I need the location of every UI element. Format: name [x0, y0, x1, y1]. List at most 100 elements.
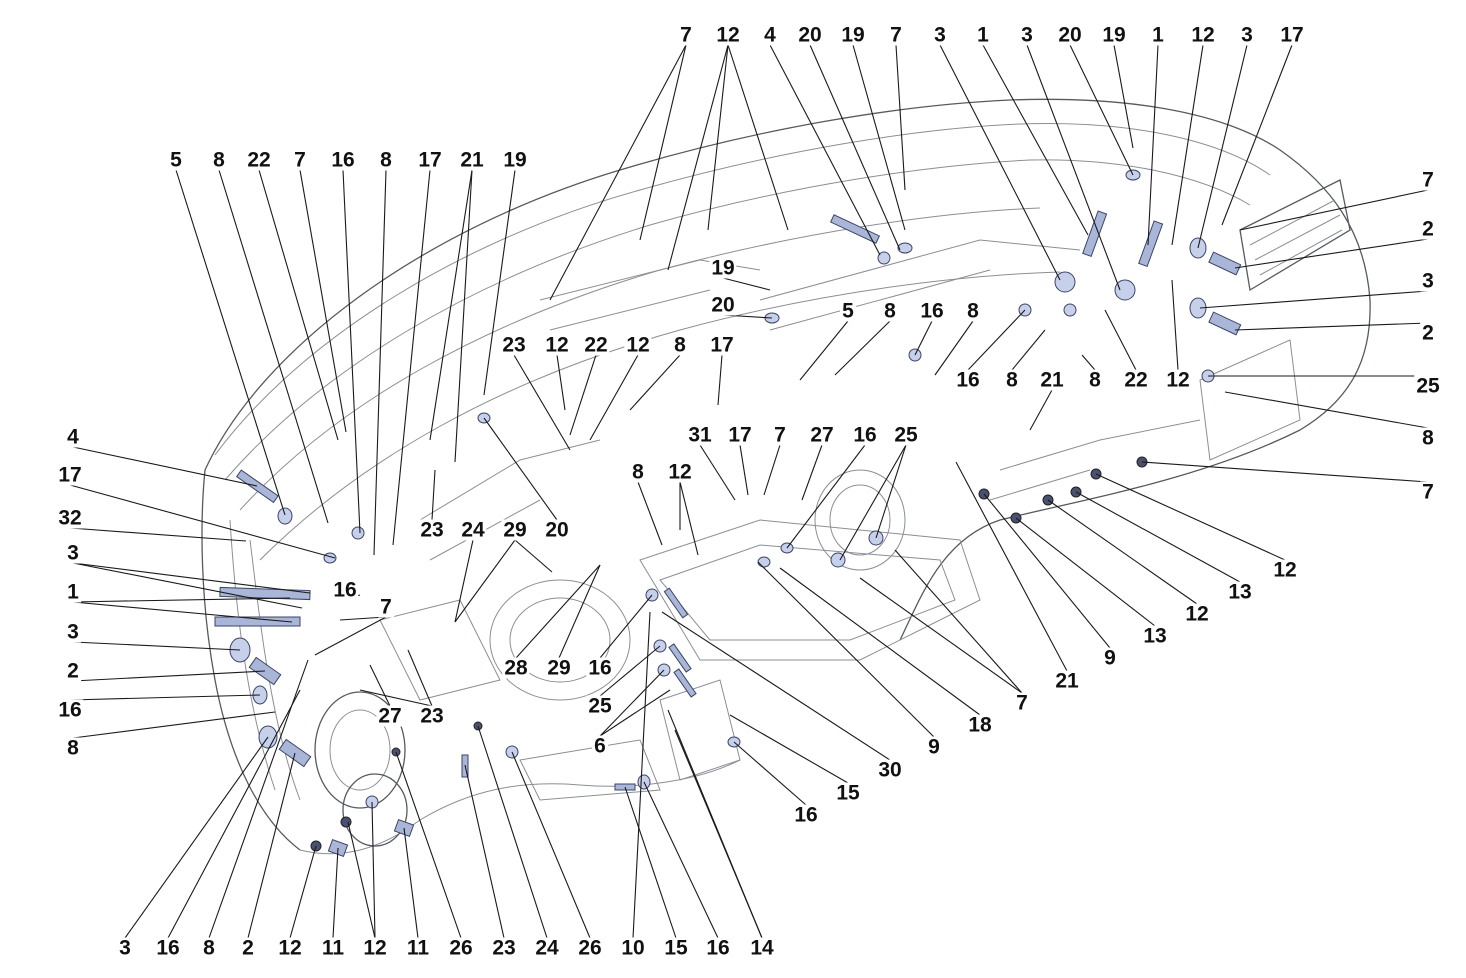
part-callout: 8: [201, 936, 217, 960]
part-callout: 18: [966, 713, 994, 737]
leader-line: [72, 711, 276, 739]
leader-line: [395, 751, 462, 939]
leader-line: [769, 44, 881, 256]
part-callout: 8: [65, 736, 81, 760]
part-callout: 12: [666, 460, 694, 484]
leader-line: [934, 320, 974, 376]
leader-line: [1234, 238, 1429, 269]
part-callout: 8: [882, 299, 898, 323]
leader-line: [1015, 517, 1156, 627]
leader-line: [859, 577, 1023, 694]
dashboard-body: [201, 98, 1371, 855]
leader-line: [556, 354, 566, 411]
leader-line: [1069, 44, 1134, 176]
part-callout: 8: [211, 148, 227, 172]
leader-line: [599, 689, 671, 737]
leader-line: [839, 444, 907, 561]
leader-line: [834, 320, 891, 376]
part-callout: 2: [1420, 217, 1436, 241]
part-callout: 12: [1183, 602, 1211, 626]
leader-line: [1221, 44, 1293, 226]
part-callout: 29: [545, 656, 573, 680]
leader-line: [429, 169, 473, 441]
part-callout: 17: [416, 148, 444, 172]
part-callout: 1: [975, 23, 991, 47]
part-callout: 7: [888, 23, 904, 47]
part-callout: 11: [404, 936, 432, 960]
part-callout: 9: [1102, 646, 1118, 670]
part-callout: 7: [772, 423, 788, 447]
leader-line: [511, 751, 591, 939]
leader-line: [722, 277, 771, 291]
leader-line: [69, 527, 247, 542]
leader-line: [454, 539, 474, 623]
part-callout: 7: [1420, 480, 1436, 504]
part-callout: 8: [1420, 426, 1436, 450]
leader-line: [1047, 499, 1198, 605]
leader-line: [799, 320, 849, 381]
leader-line: [72, 601, 293, 623]
leader-line: [247, 752, 296, 939]
part-callout: 4: [65, 425, 81, 449]
fasteners: [214, 169, 1242, 858]
leader-line: [407, 649, 433, 707]
leader-line: [939, 44, 1061, 281]
part-callout: 3: [65, 541, 81, 565]
leader-line: [914, 320, 933, 356]
leader-line: [757, 561, 935, 738]
leader-line: [967, 309, 1026, 371]
part-callout: 30: [876, 758, 904, 782]
part-callout: 23: [418, 704, 446, 728]
part-callout: 7: [378, 595, 394, 619]
part-callout: 16: [56, 698, 84, 722]
leader-line: [299, 169, 347, 433]
part-callout: 32: [56, 506, 84, 530]
part-callout: 24: [459, 518, 487, 542]
part-callout: 22: [245, 148, 273, 172]
part-callout: 20: [543, 518, 571, 542]
part-callout: 24: [533, 936, 561, 960]
leader-line: [218, 169, 329, 524]
part-callout: 19: [501, 148, 529, 172]
part-callout: 12: [714, 23, 742, 47]
part-callout: 2: [240, 936, 256, 960]
leader-line: [875, 444, 907, 539]
part-callout: 31: [686, 423, 714, 447]
leader-line: [739, 444, 749, 496]
leader-line: [589, 354, 639, 441]
leader-line: [667, 44, 729, 271]
part-callout: 8: [965, 299, 981, 323]
part-callout: 3: [932, 23, 948, 47]
part-callout: 3: [1019, 23, 1035, 47]
part-callout: 12: [1271, 558, 1299, 582]
part-callout: 14: [748, 936, 776, 960]
part-callout: 12: [624, 333, 652, 357]
leader-line: [1197, 44, 1248, 249]
leader-line: [639, 44, 687, 241]
leader-line: [982, 44, 1089, 236]
leader-line: [1011, 329, 1046, 371]
leader-line: [347, 821, 376, 939]
leader-line: [208, 659, 309, 939]
leader-line: [549, 44, 687, 301]
part-callout: 9: [926, 735, 942, 759]
part-callout: 12: [543, 333, 571, 357]
leader-line: [1171, 279, 1179, 371]
part-callout: 25: [586, 694, 614, 718]
part-callout: 12: [1189, 23, 1217, 47]
part-callout: 25: [1414, 374, 1442, 398]
leader-line: [369, 664, 391, 707]
leader-line: [72, 562, 311, 594]
leader-line: [1081, 354, 1096, 371]
part-callout: 17: [1278, 23, 1306, 47]
part-callout: 3: [1420, 269, 1436, 293]
leader-line: [1104, 309, 1137, 371]
part-callout: 16: [329, 148, 357, 172]
part-callout: 29: [501, 518, 529, 542]
part-callout: 20: [796, 23, 824, 47]
leader-line: [477, 725, 548, 939]
leader-line: [809, 44, 901, 251]
leader-line: [1224, 391, 1429, 429]
leader-line: [332, 847, 339, 939]
leader-lines: [69, 44, 1429, 939]
